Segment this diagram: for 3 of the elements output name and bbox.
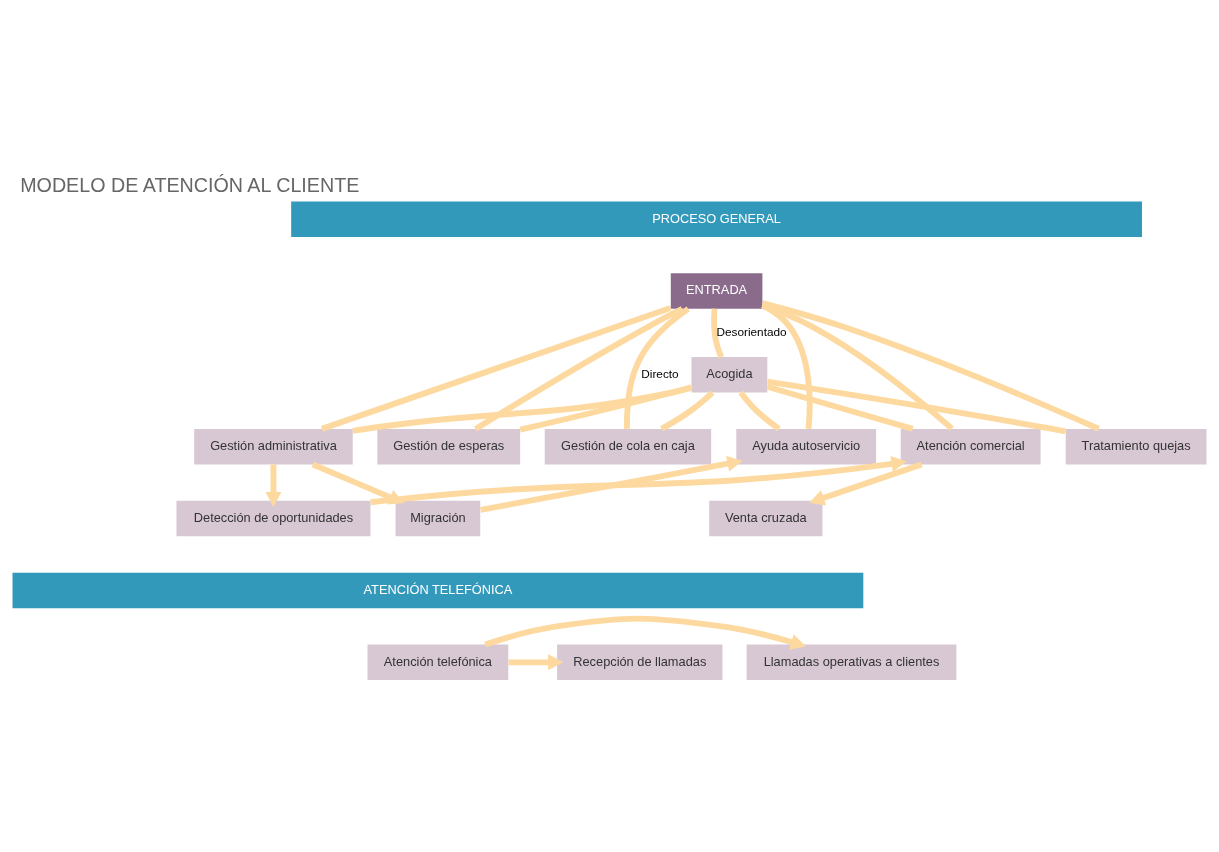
edge-label: Desorientado <box>716 325 787 339</box>
diagram-title: MODELO DE ATENCIÓN AL CLIENTE <box>20 173 360 196</box>
edge-label: Directo <box>641 366 679 381</box>
